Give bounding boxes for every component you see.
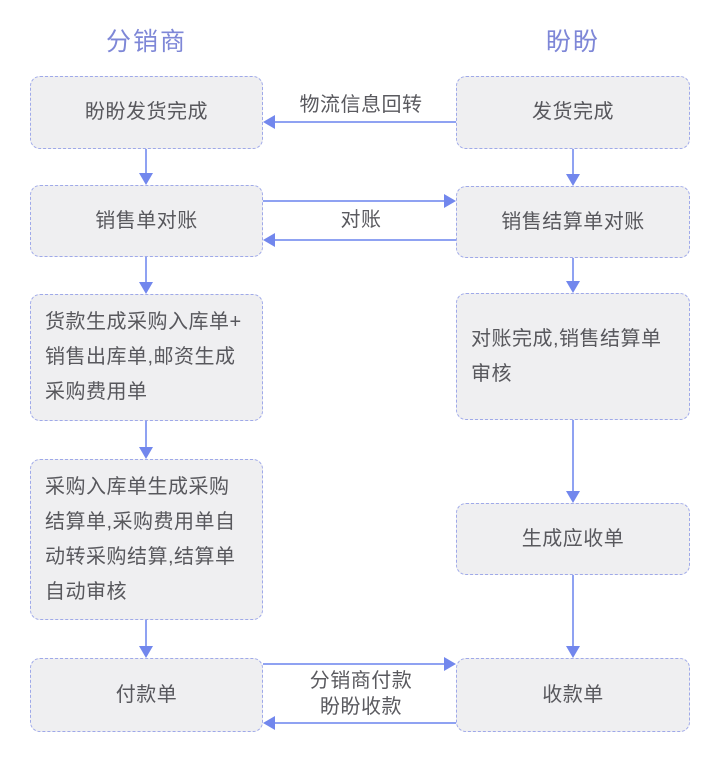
box-generate-purchase-inbound: 货款生成采购入库单+ 销售出库单,邮资生成 采购费用单	[30, 294, 263, 421]
arrow-line-payment-right	[263, 663, 444, 665]
label-reconcile: 对账	[340, 209, 382, 231]
arrow-line-down-left-4	[145, 620, 147, 646]
label-payment-receipt: 分销商付款 盼盼收款	[309, 670, 413, 718]
arrowhead-left-icon	[263, 233, 275, 247]
box-receipt-slip: 收款单	[456, 658, 690, 732]
box-generate-receivable: 生成应收单	[456, 503, 690, 575]
arrowhead-down-icon	[566, 174, 580, 186]
arrow-line-down-left-1	[145, 149, 147, 173]
box-purchase-settlement-auto-audit: 采购入库单生成采购 结算单,采购费用单自 动转采购结算,结算单 自动审核	[30, 459, 263, 620]
box-payment-slip: 付款单	[30, 658, 263, 732]
arrow-line-down-right-4	[572, 575, 574, 646]
arrowhead-down-icon	[139, 447, 153, 459]
arrowhead-down-icon	[566, 281, 580, 293]
box-reconciliation-complete-audit: 对账完成,销售结算单 审核	[456, 293, 690, 420]
arrow-line-reconcile-right	[263, 200, 444, 202]
arrow-line-down-right-1	[572, 149, 574, 174]
arrowhead-down-icon	[139, 282, 153, 294]
arrow-line-logistics	[275, 121, 456, 123]
box-panpan-shipping-done: 盼盼发货完成	[30, 76, 263, 149]
box-sales-order-reconciliation: 销售单对账	[30, 185, 263, 257]
column-header-distributor: 分销商	[105, 28, 187, 56]
box-shipping-done: 发货完成	[456, 76, 690, 149]
arrow-line-down-left-3	[145, 421, 147, 447]
arrowhead-down-icon	[139, 646, 153, 658]
arrowhead-down-icon	[566, 646, 580, 658]
label-logistics-return: 物流信息回转	[299, 94, 423, 116]
column-header-panpan: 盼盼	[545, 28, 600, 56]
arrowhead-left-icon	[263, 115, 275, 129]
arrow-line-down-right-2	[572, 258, 574, 281]
arrowhead-right-icon	[444, 194, 456, 208]
arrowhead-right-icon	[444, 657, 456, 671]
arrow-line-payment-left	[275, 722, 456, 724]
arrow-line-down-left-2	[145, 257, 147, 282]
arrow-line-reconcile-left	[275, 239, 456, 241]
arrowhead-down-icon	[139, 173, 153, 185]
arrowhead-left-icon	[263, 716, 275, 730]
box-sales-settlement-reconciliation: 销售结算单对账	[456, 186, 690, 258]
arrowhead-down-icon	[566, 491, 580, 503]
arrow-line-down-right-3	[572, 420, 574, 491]
